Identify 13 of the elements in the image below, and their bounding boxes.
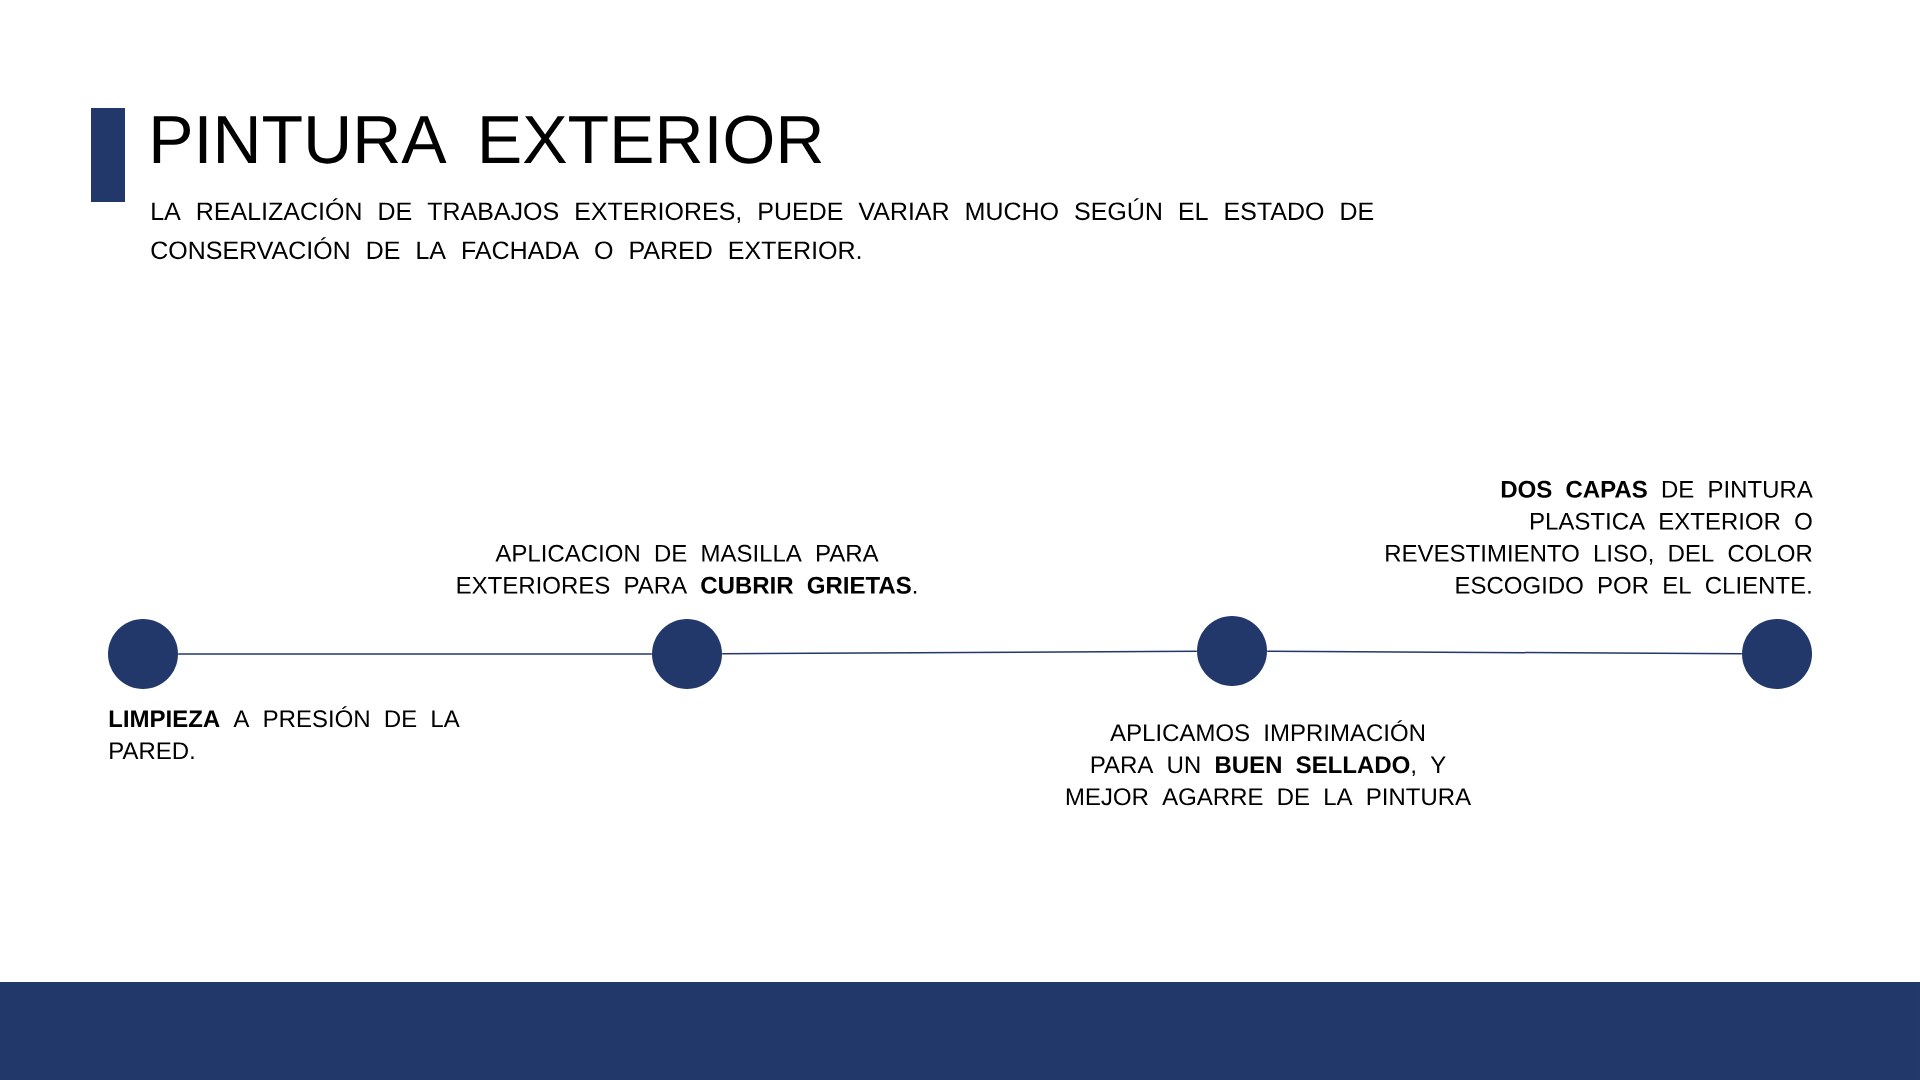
connector-line	[177, 653, 653, 655]
subtitle: LA REALIZACIÓN DE TRABAJOS EXTERIORES, PUEDE VARIAR MUCHO SEGÚN EL ESTADO DE CONSERVACIÓN DE LA FACHADA O PARED EXTERIOR.	[151, 198, 1374, 260]
step-text: APLICAMOS IMPRIMACIÓN PARA UN BUEN SELLADO, Y MEJOR AGARRE DE LA PINTURA	[1066, 720, 1472, 806]
title: PINTURA EXTERIOR	[153, 115, 822, 164]
step-text: APLICACION DE MASILLA PARA EXTERIORES PARA CUBRIR GRIETAS.	[457, 544, 917, 594]
connector-line	[721, 650, 1198, 655]
timeline-dot	[108, 619, 178, 689]
timeline-dot	[1197, 616, 1267, 686]
timeline-dot	[652, 619, 722, 689]
step-text: LIMPIEZA A PRESIÓN DE LA PARED.	[109, 706, 460, 759]
connector-line	[1266, 650, 1743, 655]
timeline-dot	[1742, 619, 1812, 689]
step-text: DOS CAPAS DE PINTURA PLASTICA EXTERIOR O REVESTIMIENTO LISO, DEL COLOR ESCOGIDO POR EL CLIENTE.	[1386, 480, 1813, 594]
